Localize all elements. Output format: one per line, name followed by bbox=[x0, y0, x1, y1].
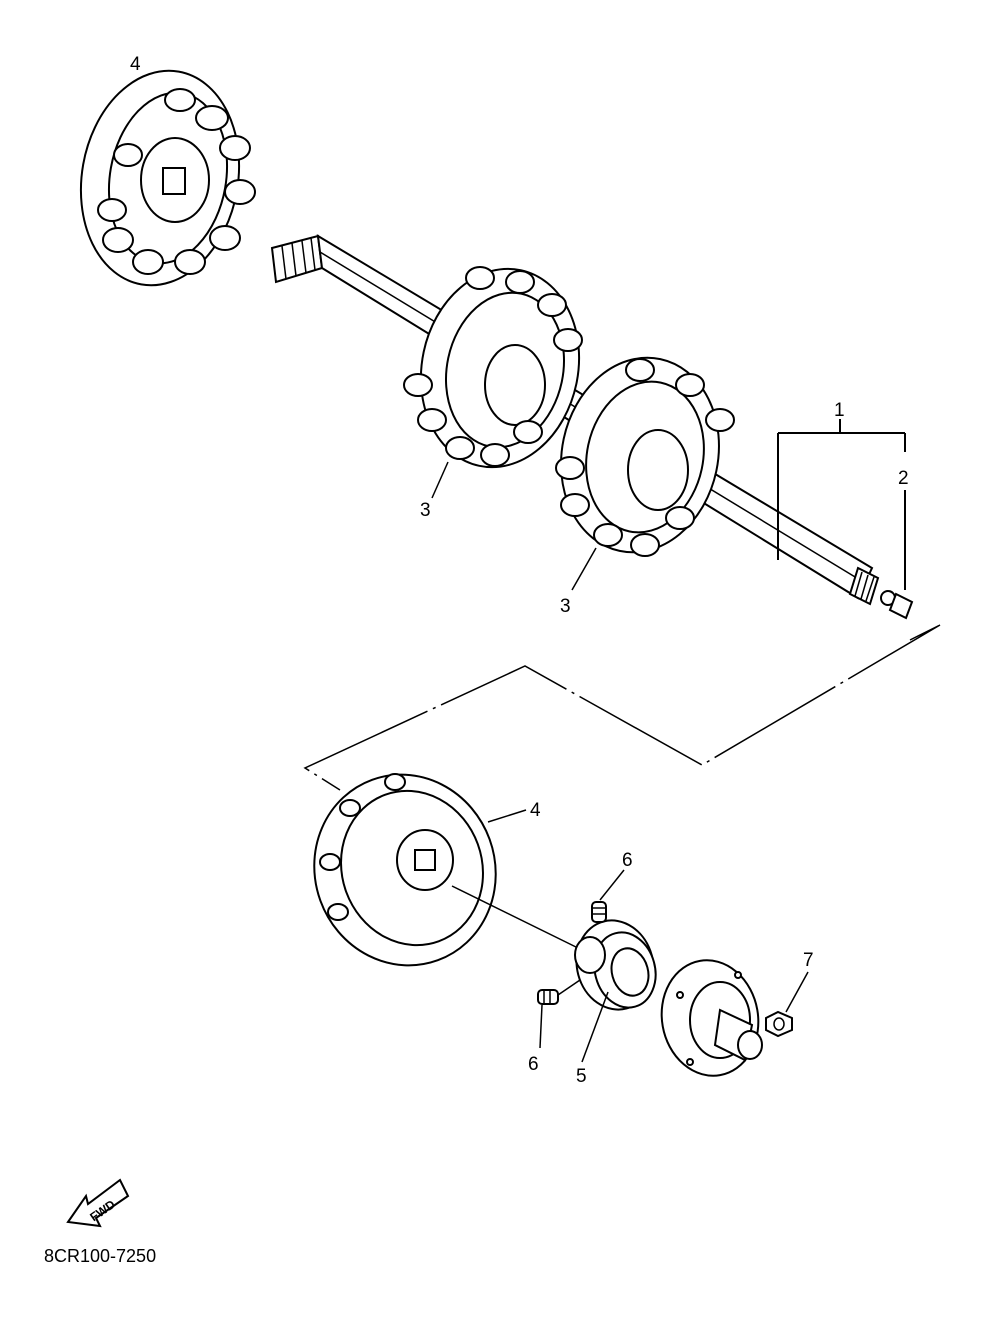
sprocket-wheel-center-left bbox=[403, 266, 583, 469]
callout-6a: 6 bbox=[622, 850, 633, 871]
callout-1: 1 bbox=[834, 400, 845, 421]
callout-7: 7 bbox=[803, 950, 814, 971]
fwd-arrow-icon: FWD bbox=[66, 1178, 130, 1228]
sprocket-wheel-center-right bbox=[555, 356, 735, 557]
callout-5: 5 bbox=[576, 1066, 587, 1087]
shaft-end-fitting bbox=[880, 590, 914, 620]
assembly-dashed-line bbox=[303, 624, 941, 791]
sprocket-wheel-top-left bbox=[79, 69, 256, 287]
diagram-code: 8CR100-7250 bbox=[44, 1246, 156, 1266]
nut bbox=[765, 1010, 793, 1038]
bearing-flange-housing bbox=[660, 959, 763, 1077]
set-screw-lower bbox=[537, 989, 559, 1005]
set-screw-upper bbox=[591, 901, 607, 923]
callout-4b: 4 bbox=[530, 800, 541, 821]
callout-6b: 6 bbox=[528, 1054, 539, 1075]
callout-2: 2 bbox=[898, 468, 909, 489]
callout-3a: 3 bbox=[420, 500, 431, 521]
callout-3b: 3 bbox=[560, 596, 571, 617]
bearing bbox=[574, 919, 657, 1011]
flanged-sprocket-wheel bbox=[313, 773, 497, 967]
callout-bracket-1-2 bbox=[777, 419, 906, 590]
callout-4a: 4 bbox=[130, 54, 141, 75]
